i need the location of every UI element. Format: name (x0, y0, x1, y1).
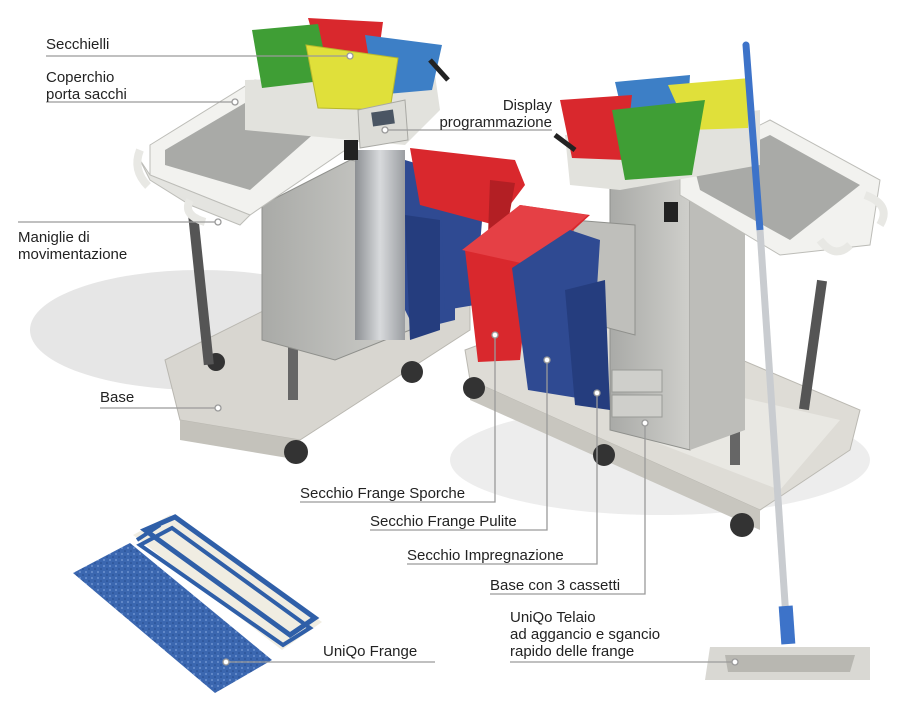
label-telaio-line1: UniQo Telaio (510, 609, 596, 626)
label-coperchio-line1: Coperchio (46, 69, 115, 86)
label-telaio-line3: rapido delle frange (510, 643, 635, 660)
right-cart (450, 75, 888, 537)
label-uniqo-telaio: UniQo Telaio ad aggancio e sgancio rapid… (510, 609, 660, 660)
label-base-con-cassetti: Base con 3 cassetti (490, 577, 621, 594)
label-secchio-frange-pulite: Secchio Frange Pulite (370, 513, 517, 530)
label-maniglie-line2: movimentazione (18, 246, 128, 263)
label-uniqo-frange: UniQo Frange (323, 643, 418, 660)
label-maniglie: Maniglie di movimentazione (18, 229, 127, 263)
label-maniglie-line1: Maniglie di (18, 229, 90, 246)
label-secchio-impregnazione: Secchio Impregnazione (407, 547, 564, 564)
label-secchio-frange-sporche: Secchio Frange Sporche (300, 485, 466, 502)
left-cart (30, 18, 525, 464)
label-secchielli: Secchielli (46, 36, 110, 53)
label-telaio-line2: ad aggancio e sgancio (510, 626, 661, 643)
label-display: Display programmazione (410, 97, 552, 131)
label-display-line1: Display (502, 97, 552, 114)
label-display-line2: programmazione (439, 114, 552, 131)
mop-cloths (73, 514, 322, 693)
label-coperchio-line2: porta sacchi (46, 86, 127, 103)
mop-frame (705, 41, 870, 680)
label-coperchio: Coperchio porta sacchi (46, 69, 127, 103)
leader-lines (18, 52, 739, 666)
label-base: Base (100, 389, 135, 406)
